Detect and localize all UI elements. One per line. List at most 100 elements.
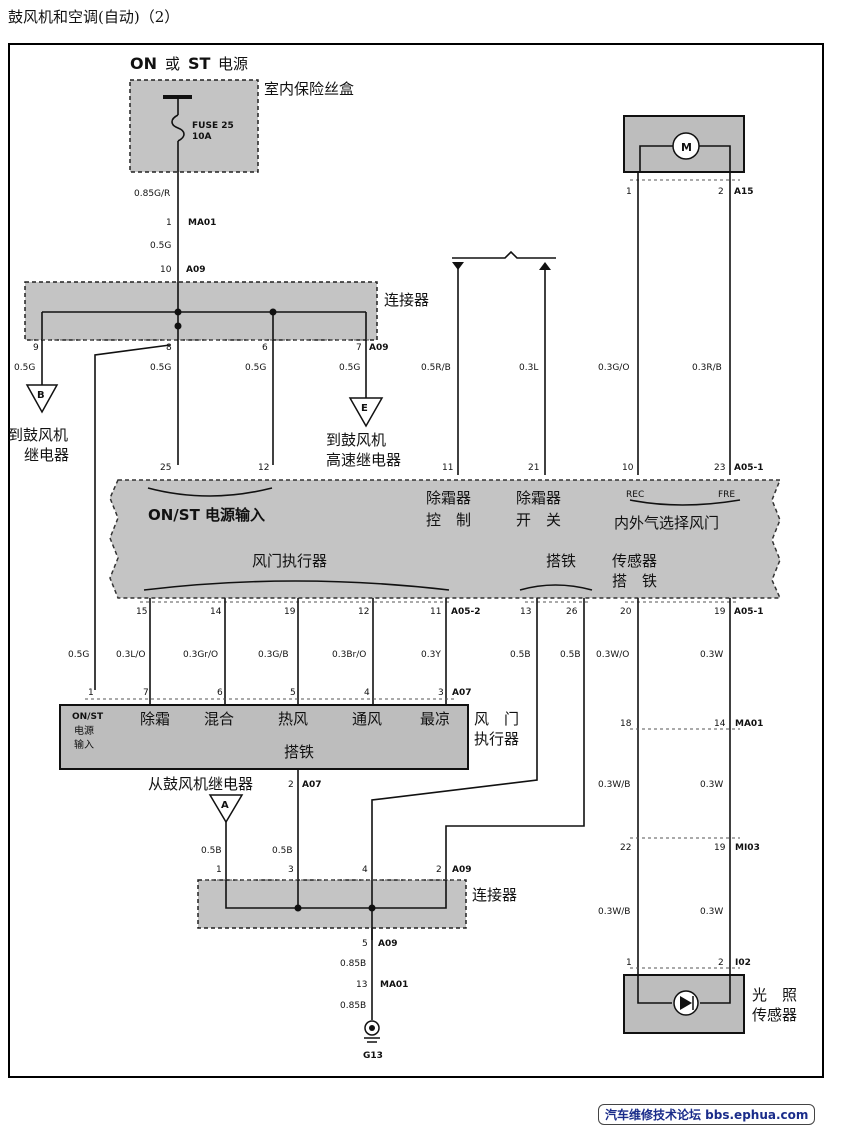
connector-label: A05-1: [734, 607, 764, 617]
pin-label: 2: [718, 187, 724, 197]
actuator-pin-label: 除霜: [140, 710, 170, 728]
wire-label: 0.5R/B: [421, 363, 451, 373]
wire-label: 0.3G/B: [258, 650, 289, 660]
actuator-pin-label: 混合: [204, 710, 234, 728]
ref-e-triangle: [348, 397, 384, 428]
pin-label: 23: [714, 463, 725, 473]
connector-label: A07: [452, 688, 472, 698]
wire-label: 0.3Gr/O: [183, 650, 218, 660]
wire-label: 0.3W/O: [596, 650, 629, 660]
svg-text:传感器: 传感器: [752, 1006, 797, 1024]
connector-label: A05-1: [734, 463, 764, 473]
connector-label: A09: [186, 265, 206, 275]
to-blower-relay-label: 到鼓风机: [8, 426, 68, 444]
ac-control-module: [109, 479, 782, 599]
pin-label: 5: [290, 688, 296, 698]
ref-a-triangle: [208, 794, 244, 824]
pin-label: 1: [88, 688, 94, 698]
svg-text:10A: 10A: [192, 132, 212, 142]
ecu-defrost-switch-label: 除霜器: [516, 489, 561, 507]
ecu-actuator-label: 风门执行器: [252, 552, 327, 570]
ground-label: G13: [363, 1051, 383, 1061]
svg-text:A: A: [221, 800, 229, 811]
connector-label: A09: [378, 939, 398, 949]
pin-label: 6: [217, 688, 223, 698]
pin-label: 10: [160, 265, 172, 275]
from-blower-relay-label: 从鼓风机继电器: [148, 775, 253, 793]
pin-label: 3: [438, 688, 444, 698]
wire-label: 0.85B: [340, 959, 366, 969]
pin-label: 1: [166, 218, 172, 228]
pin-label: 12: [258, 463, 269, 473]
pin-label: 19: [714, 607, 726, 617]
wire-label: 0.5G: [150, 363, 171, 373]
pin-label: 14: [210, 607, 222, 617]
wire-label: 0.5B: [272, 846, 293, 856]
pin-label: 5: [362, 939, 368, 949]
pin-label: 26: [566, 607, 578, 617]
actuator-pin-label: ON/ST: [72, 712, 104, 722]
connector-label: A09: [452, 865, 472, 875]
svg-text:ON: ON: [130, 54, 157, 73]
svg-text:高速继电器: 高速继电器: [326, 451, 401, 469]
wire-label: 0.5G: [14, 363, 35, 373]
wire-label: 0.5G: [150, 241, 171, 251]
wire-label: 0.5G: [245, 363, 266, 373]
wire-label: 0.3G/O: [598, 363, 629, 373]
svg-text:电源: 电源: [218, 55, 248, 73]
pin-label: 22: [620, 843, 631, 853]
pin-label: 4: [362, 865, 368, 875]
to-hs-relay-label: 到鼓风机: [326, 431, 386, 449]
pin-label: 13: [520, 607, 531, 617]
pin-label: 8: [166, 343, 172, 353]
connector-label: A05-2: [451, 607, 481, 617]
wire-label: 0.3L/O: [116, 650, 145, 660]
connector-label: A07: [302, 780, 322, 790]
connector-label: A09: [369, 343, 389, 353]
connector-label: MA01: [735, 719, 763, 729]
pin-label: 18: [620, 719, 632, 729]
forum-watermark: 汽车维修技术论坛 bbs.ephua.com: [598, 1104, 816, 1125]
pin-label: 19: [714, 843, 726, 853]
pin-label: 2: [718, 958, 724, 968]
wire-label: 0.3W/B: [598, 907, 630, 917]
pin-label: 7: [143, 688, 149, 698]
pin-label: 20: [620, 607, 632, 617]
fuse-25: FUSE 25 10A: [163, 95, 234, 172]
ref-b-triangle: [25, 384, 59, 414]
pin-label: 14: [714, 719, 726, 729]
ecu-fre-label: FRE: [718, 490, 735, 500]
wire-label: 0.5G: [339, 363, 360, 373]
wire-label: 0.3W: [700, 650, 723, 660]
fuse-box-label: 室内保险丝盒: [264, 80, 354, 98]
connector-label: MA01: [188, 218, 216, 228]
pin-label: 1: [626, 187, 632, 197]
wire-label: 0.3W: [700, 907, 723, 917]
pin-label: 9: [33, 343, 39, 353]
pin-label: 15: [136, 607, 147, 617]
wire-label: 0.3L: [519, 363, 538, 373]
svg-text:E: E: [361, 403, 368, 414]
joint-connector-top: [24, 281, 378, 341]
pin-label: 19: [284, 607, 296, 617]
interior-fuse-box: [129, 79, 259, 173]
svg-text:控 制: 控 制: [426, 511, 471, 529]
photo-sensor-label: 光 照: [752, 986, 797, 1004]
ecu-sensor-ground-label: 传感器: [612, 552, 657, 570]
wire-label: 0.5B: [560, 650, 581, 660]
wire-label: 0.5B: [201, 846, 222, 856]
pin-label: 3: [288, 865, 294, 875]
svg-text:电源: 电源: [74, 724, 94, 737]
pin-label: 12: [358, 607, 369, 617]
connector-name: 连接器: [472, 886, 517, 904]
connector-name: 连接器: [384, 291, 429, 309]
ecu-ground-label: 搭铁: [546, 552, 576, 570]
pin-label: 7: [356, 343, 362, 353]
pin-label: 2: [288, 780, 294, 790]
pin-label: 10: [622, 463, 634, 473]
svg-text:执行器: 执行器: [474, 730, 519, 748]
svg-text:搭 铁: 搭 铁: [612, 572, 657, 590]
pin-label: 21: [528, 463, 539, 473]
joint-connector-bottom: [197, 879, 467, 929]
